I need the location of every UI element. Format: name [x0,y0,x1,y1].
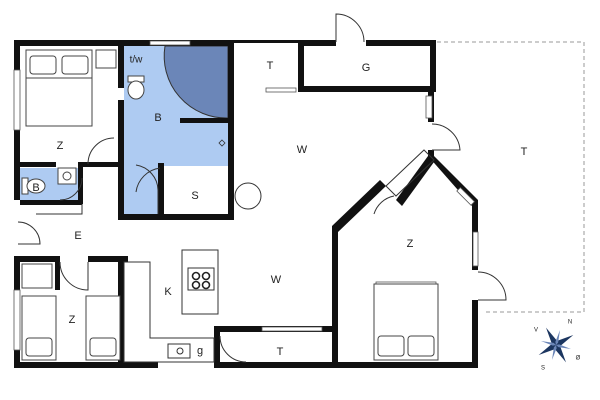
bed-bedroom-2b [85,295,121,361]
bed-bedroom-3 [373,283,439,361]
terrace-east-outline [430,41,585,313]
room-label-storage: S [191,190,198,202]
bed-bedroom-1 [25,49,93,127]
compass-label-v: V [534,328,538,334]
wardrobe-bedroom-2 [21,263,53,289]
room-labels: Z B B t/w T G W T S E Z K W Z T g [32,55,527,358]
room-label-living-lower: W [271,274,282,286]
room-label-bathroom-1: B [154,112,161,124]
kitchen-island [181,249,219,315]
kitchen-counter [123,261,215,363]
toilet-2 [21,177,46,195]
room-label-bedroom-3: Z [407,238,414,250]
washbasin-2 [57,167,77,185]
round-table [234,182,262,210]
room-label-kitchen: K [164,286,172,298]
room-label-bathroom-2: B [32,182,39,194]
room-label-bedroom-1: Z [57,140,64,152]
room-label-washer: t/w [130,55,144,66]
room-label-terrace-north: T [267,60,274,72]
cooktop [187,267,215,291]
room-label-garage: G [362,62,371,74]
room-label-terrace-east: T [521,146,528,158]
room-label-living-upper: W [297,144,308,156]
room-label-dishwasher: g [197,345,203,357]
doors [17,13,507,363]
compass-rose [538,327,574,363]
room-label-bedroom-2: Z [69,314,76,326]
compass-label-s: S [541,366,545,372]
kitchen-sink [167,343,191,359]
nightstand [95,49,117,69]
room-label-terrace-south: T [277,346,284,358]
wardrobe [385,149,435,197]
shower-door [218,139,226,147]
room-label-entrance: E [74,230,81,242]
compass-label-n: N [568,320,572,326]
compass-label-o: Ø [576,356,581,362]
bed-bedroom-2a [21,295,57,361]
storage-floor [160,166,230,218]
shower-area [163,45,229,119]
toilet-1 [127,75,145,100]
